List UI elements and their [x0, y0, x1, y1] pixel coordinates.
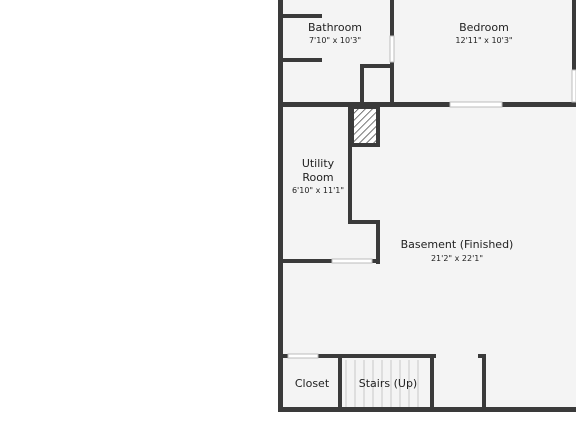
utility-dims: 6'10" x 11'1" [292, 186, 344, 195]
bathroom-label: Bathroom [308, 21, 362, 34]
bedroom-label: Bedroom [459, 21, 509, 34]
closet-label: Closet [295, 377, 330, 390]
bathroom-opening [389, 35, 395, 63]
floor-bedroom [394, 0, 576, 104]
floor-closet [282, 356, 340, 410]
closet-door-opening [287, 353, 319, 359]
bedroom-dims: 12'11" x 10'3" [455, 36, 512, 45]
utility-door-opening [331, 258, 373, 264]
bedroom-door-opening [449, 101, 503, 108]
stair-treads [345, 360, 419, 408]
utility-label-line2: Room [302, 171, 333, 184]
basement-label: Basement (Finished) [401, 238, 514, 251]
walls [278, 0, 576, 412]
bedroom-window [571, 69, 576, 103]
utility-label-line1: Utility [302, 157, 335, 170]
basement-dims: 21'2" x 22'1" [431, 254, 483, 263]
stairs-label: Stairs (Up) [359, 377, 417, 390]
chimney-block [350, 105, 380, 147]
floor-stairs [342, 356, 432, 410]
openings [287, 35, 576, 359]
bathroom-dims: 7'10" x 10'3" [309, 36, 361, 45]
